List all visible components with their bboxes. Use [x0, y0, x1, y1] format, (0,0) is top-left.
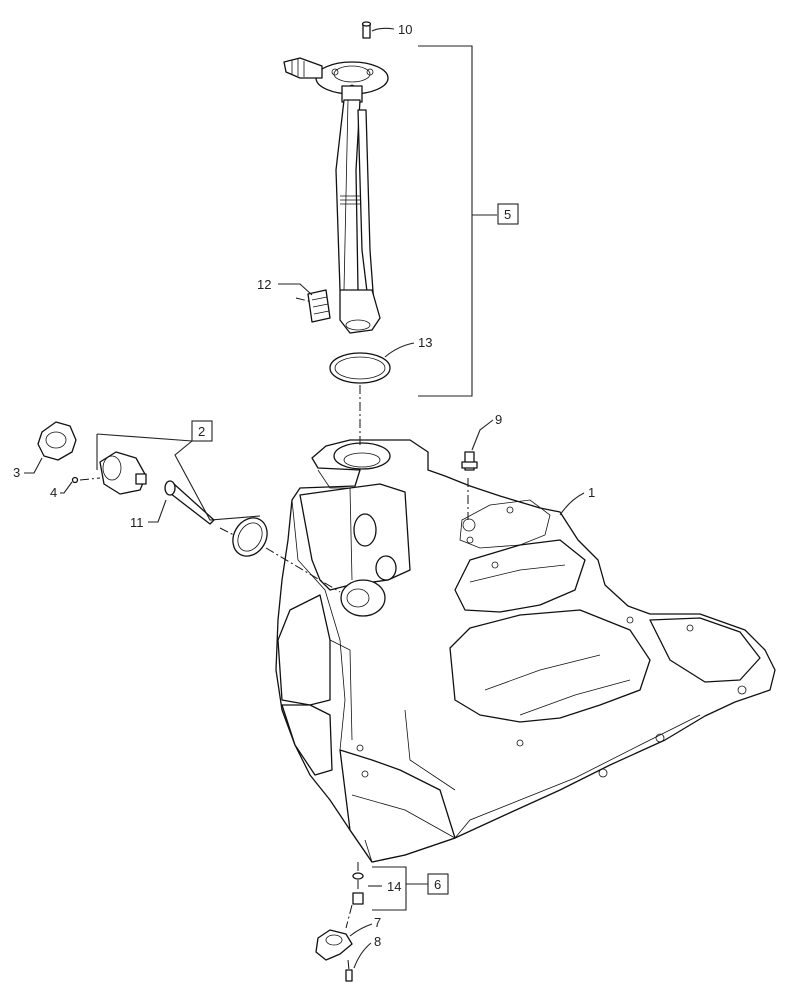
strainer-12[interactable] — [307, 289, 331, 323]
drain-plug-14[interactable] — [352, 872, 364, 905]
seal-ring-13[interactable] — [329, 352, 391, 384]
callout-6: 6 — [434, 877, 441, 892]
pin-4[interactable] — [71, 476, 79, 484]
callout-box-2 — [191, 420, 213, 442]
filler-neck-adapter[interactable] — [99, 451, 147, 495]
callout-9: 9 — [495, 412, 502, 427]
callout-14: 14 — [387, 879, 401, 894]
fuel-tank[interactable] — [275, 439, 776, 863]
sensor-7[interactable] — [315, 929, 353, 961]
screw-10[interactable] — [361, 21, 372, 39]
callout-2: 2 — [198, 424, 205, 439]
filler-strainer-11[interactable] — [164, 480, 215, 525]
callout-box-5 — [497, 203, 519, 225]
leader-lines — [24, 27, 585, 969]
filler-cap-3[interactable] — [37, 421, 77, 461]
callout-13: 13 — [418, 335, 432, 350]
callout-11: 11 — [130, 515, 144, 530]
filler-neck-seal[interactable] — [226, 512, 274, 563]
callout-10: 10 — [398, 22, 412, 37]
callout-8: 8 — [374, 934, 381, 949]
fuel-sender-assembly[interactable] — [283, 57, 389, 334]
callout-7: 7 — [374, 915, 381, 930]
callout-4: 4 — [50, 485, 57, 500]
callout-12: 12 — [257, 277, 271, 292]
screw-8[interactable] — [345, 969, 353, 982]
vent-fitting-9[interactable] — [461, 451, 478, 471]
callout-3: 3 — [13, 465, 20, 480]
callout-1: 1 — [588, 485, 595, 500]
callout-box-6 — [427, 873, 449, 895]
assembly-lines — [79, 297, 469, 971]
callout-5: 5 — [504, 207, 511, 222]
